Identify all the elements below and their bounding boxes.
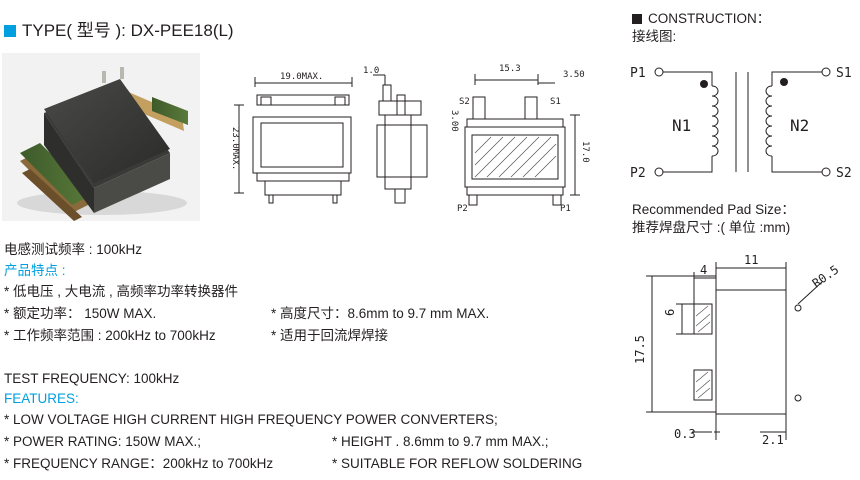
- winding-n1-label: N1: [672, 116, 691, 135]
- pad-dim-6: 6: [663, 309, 677, 316]
- pad-dim-4: 4: [700, 263, 707, 277]
- en-feature-1: * LOW VOLTAGE HIGH CURRENT HIGH FREQUENC…: [4, 412, 498, 427]
- type-title: TYPE( 型号 ): DX-PEE18(L): [4, 16, 234, 41]
- pin-s1-label: S1: [550, 97, 561, 107]
- pad-subtitle: 推荐焊盘尺寸 :( 单位 :mm): [632, 220, 791, 235]
- en-feature-2b: * HEIGHT . 8.6mm to 9.7 mm MAX.;: [332, 434, 549, 449]
- en-feature-2a: * POWER RATING: 150W MAX.;: [4, 434, 202, 449]
- pin-p1-label: P1: [560, 204, 571, 214]
- product-photo: [2, 53, 200, 221]
- dimension-drawings: 19.0MAX. 1.0 23.0MAX. 15.3 3.50 3.00 17.…: [230, 64, 590, 214]
- dim-body-height-label: 17.0: [580, 141, 590, 163]
- dim-width-label: 19.0MAX.: [280, 72, 323, 82]
- pin-s2-label: S2: [459, 97, 470, 107]
- n2-polarity-dot: [780, 78, 788, 86]
- wiring-s2-label: S2: [836, 166, 852, 181]
- construction-square-icon: [632, 14, 642, 24]
- pad-title: Recommended Pad Size：: [632, 202, 795, 217]
- wiring-p2-label: P2: [630, 166, 646, 181]
- en-feature-3a: * FREQUENCY RANGE：200kHz to 700kHz: [4, 456, 274, 471]
- cn-test-frequency: 电感测试频率 : 100kHz: [4, 242, 143, 257]
- wiring-s1-label: S1: [836, 66, 852, 81]
- pad-dim-03: 0.3: [674, 427, 696, 441]
- cn-feature-3a: * 工作频率范围 : 200kHz to 700kHz: [4, 328, 216, 343]
- n1-polarity-dot: [700, 80, 708, 88]
- cn-feature-2b: * 高度尺寸：8.6mm to 9.7 mm MAX.: [271, 306, 490, 321]
- dim-pin-height-label: 3.00: [449, 110, 459, 132]
- pad-diagram: 4 11 R0.5 6 17.5 0.3 2.1: [633, 253, 842, 447]
- construction-title-text: CONSTRUCTION：: [648, 11, 771, 26]
- dim-height-label: 23.0MAX.: [230, 127, 240, 170]
- cn-feature-3b: * 适用于回流焊焊接: [271, 328, 389, 343]
- en-test-frequency: TEST FREQUENCY: 100kHz: [4, 371, 180, 386]
- dim-side-label: 1.0: [363, 66, 379, 76]
- pad-dim-r05: R0.5: [810, 262, 842, 290]
- pad-dim-11: 11: [744, 253, 758, 267]
- front-view: [234, 77, 353, 204]
- pin-p2-label: P2: [457, 204, 468, 214]
- cn-features-title: 产品特点 :: [4, 263, 66, 278]
- pad-dim-21: 2.1: [762, 433, 784, 447]
- cn-feature-2a: * 额定功率： 150W MAX.: [4, 306, 157, 321]
- en-feature-3b: * SUITABLE FOR REFLOW SOLDERING: [332, 456, 583, 471]
- pin-view: [464, 74, 580, 206]
- wiring-p1-label: P1: [630, 66, 646, 81]
- construction-subtitle: 接线图:: [632, 29, 677, 44]
- dim-pin-span-label: 15.3: [499, 64, 521, 74]
- winding-n2-label: N2: [790, 116, 809, 135]
- side-view: [373, 74, 428, 204]
- construction-title: CONSTRUCTION：: [632, 10, 770, 27]
- title-square-icon: [4, 25, 16, 37]
- type-label: TYPE( 型号 ): DX-PEE18(L): [22, 21, 234, 40]
- dim-pin-offset-label: 3.50: [563, 70, 585, 80]
- en-features-title: FEATURES:: [4, 391, 79, 406]
- pad-dim-175: 17.5: [633, 335, 647, 364]
- wiring-diagram: P1 P2 S1 S2 N1 N2: [630, 66, 852, 181]
- cn-feature-1: * 低电压 , 大电流 , 高频率功率转换器件: [4, 284, 239, 299]
